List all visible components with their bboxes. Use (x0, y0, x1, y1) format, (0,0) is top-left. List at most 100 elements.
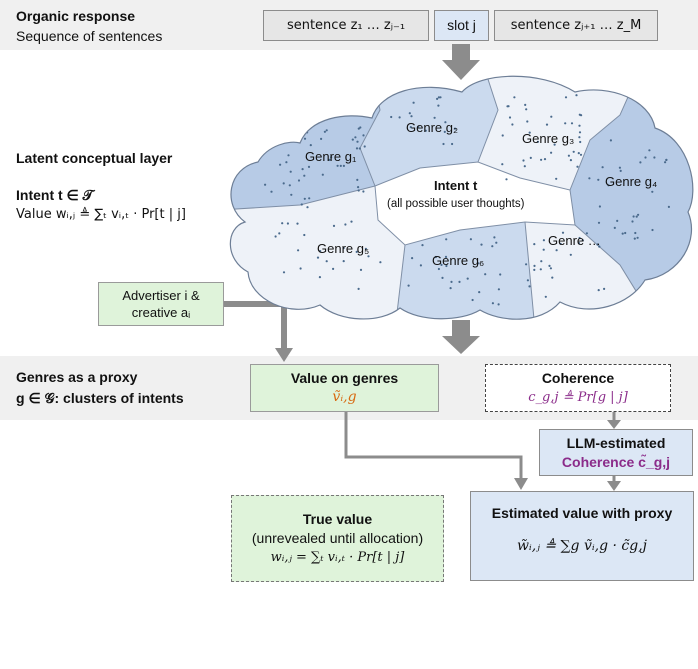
cloud-dot (528, 285, 531, 288)
cloud-dot (542, 248, 545, 251)
cloud-dot (597, 221, 601, 224)
cloud-dot (359, 268, 363, 271)
cloud-dot (441, 276, 444, 279)
cloud-dot (665, 158, 668, 161)
cloud-dot (580, 114, 583, 117)
cloud-dot (410, 115, 413, 118)
cloud-dot (553, 143, 556, 146)
cloud-dot (471, 298, 474, 302)
cloud-dot (325, 260, 328, 263)
slot-box: slot j (434, 10, 489, 41)
cloud-dot (597, 178, 600, 181)
cloud-dot (524, 103, 527, 106)
cloud-dot (357, 287, 360, 290)
cloud-dot (539, 268, 542, 271)
cloud-dot (648, 149, 651, 152)
cloud-dot (307, 165, 311, 168)
cloud-dot (466, 277, 469, 280)
cloud-dot (607, 184, 610, 187)
block-arrow-bottom (442, 320, 480, 354)
cloud-dot (281, 222, 284, 225)
advertiser-line2: creative aᵢ (131, 305, 191, 320)
estimated-value-title: Estimated value with proxy (491, 505, 673, 521)
advertiser-box: Advertiser i & creative aᵢ (98, 282, 224, 326)
cloud-dot (419, 264, 422, 267)
cloud-dot (561, 231, 565, 234)
cloud-dot (635, 215, 638, 218)
cloud-dot (549, 267, 553, 270)
cloud-dot (287, 154, 290, 157)
cloud-dot (445, 264, 448, 268)
cloud-dot (451, 142, 454, 146)
intent-title: Intent t (434, 178, 478, 193)
cloud-dot (282, 133, 285, 137)
cloud-dot (364, 247, 367, 250)
cloud-dot (303, 174, 306, 177)
cloud-dot (497, 303, 500, 306)
cloud-dot (491, 245, 494, 248)
cloud-dot (542, 239, 546, 242)
cloud-dot (570, 122, 574, 125)
cloud-dot (297, 249, 300, 252)
cloud-dot (407, 284, 410, 287)
cloud-dot (357, 127, 360, 130)
cloud-dot (491, 302, 494, 305)
cloud-dot (282, 271, 286, 274)
advertiser-line1: Advertiser i & (122, 288, 200, 303)
cloud-dot (290, 193, 293, 196)
cloud-dot (336, 164, 339, 167)
value-arrowhead (514, 478, 528, 490)
cloud-dot (543, 158, 547, 161)
cloud-dot (632, 215, 635, 218)
proxy-title: Genres as a proxy (16, 369, 138, 385)
cloud-dot (449, 287, 452, 290)
cloud-dot (528, 131, 531, 134)
cloud-dot (342, 260, 345, 263)
slot-label: slot j (447, 17, 476, 33)
organic-response-title: Organic response (16, 8, 136, 24)
cloud-dot (321, 173, 324, 176)
advertiser-arrowhead (275, 348, 293, 362)
cloud-dot (523, 165, 526, 168)
estimated-value-box: Estimated value with proxy w̃ᵢ,ⱼ ≜ ∑g ṽᵢ… (470, 491, 694, 581)
cloud-dot (548, 264, 551, 267)
cloud-dot (597, 289, 600, 292)
cloud-dot (526, 120, 529, 123)
cloud-dot (578, 236, 581, 240)
cloud-dot (578, 124, 581, 127)
cloud-dot (609, 139, 613, 142)
cloud-dot (285, 161, 288, 164)
cloud-dot (367, 255, 370, 258)
cloud-dot (555, 249, 558, 252)
cloud-dot (624, 231, 627, 235)
block-arrow-top (442, 44, 480, 80)
cloud-dot (424, 129, 427, 132)
value-on-genres-formula: ṽᵢ,g (332, 389, 357, 405)
cloud-dot (279, 163, 282, 166)
cloud-dot (458, 280, 461, 283)
cloud-dot (588, 177, 591, 180)
cloud-dot (636, 236, 639, 239)
cloud-outline (229, 75, 694, 320)
cloud-dot (351, 138, 354, 141)
cloud-dot (619, 169, 622, 172)
cloud-dot (495, 241, 498, 244)
cloud-dot (651, 190, 654, 193)
cloud-dot (297, 135, 301, 138)
cloud-dot (308, 197, 311, 200)
cloud-dot (544, 295, 547, 298)
cloud-dot (278, 232, 281, 235)
cloud-dot (436, 97, 439, 100)
cloud-dot (633, 237, 636, 240)
cloud-dot (417, 125, 420, 128)
cloud-dot (325, 129, 328, 132)
genre-label-g5: Genre g₅ (317, 241, 369, 256)
cloud-dot (303, 233, 306, 237)
cloud-dot (356, 178, 359, 181)
cloud-dot (379, 261, 382, 264)
cloud-dot (559, 242, 562, 245)
cloud-dot (453, 127, 457, 130)
intent-subtitle: (all possible user thoughts) (387, 198, 525, 210)
cloud-dot (330, 156, 333, 159)
cloud-dot (356, 140, 359, 143)
